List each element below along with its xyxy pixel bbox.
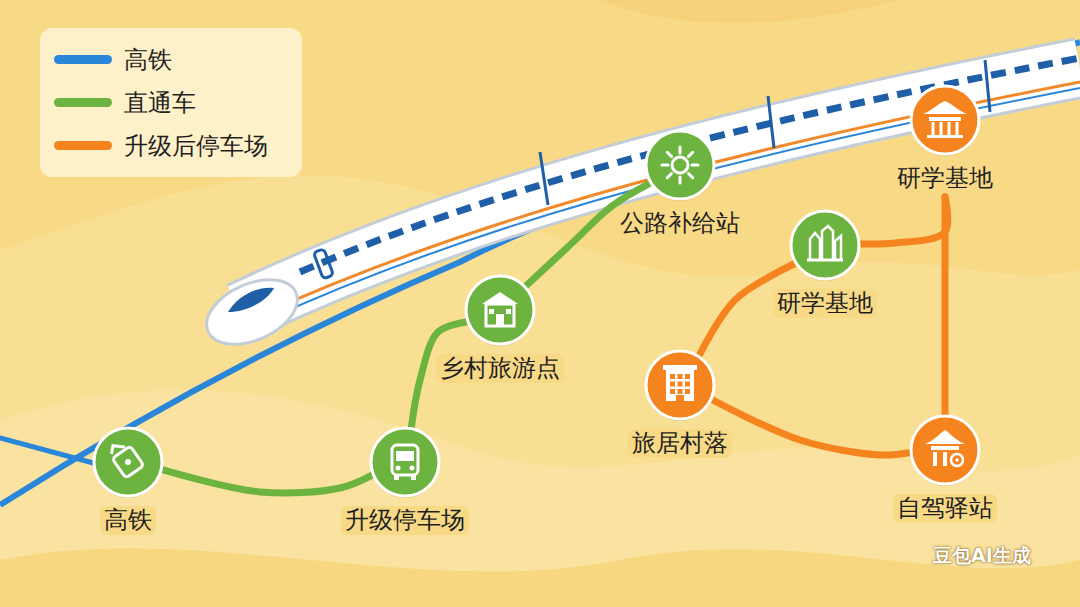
train-windshield xyxy=(228,288,274,312)
legend-swatch xyxy=(54,141,112,150)
legend-text: 直通车 xyxy=(124,87,196,119)
legend-row: 直通车 xyxy=(40,81,302,124)
hill xyxy=(0,548,1080,607)
station-node: 自驾驿站 xyxy=(893,412,997,523)
rail-line xyxy=(0,42,1080,505)
node-label: 研学基地 xyxy=(893,164,997,193)
station-node: 旅居村落 xyxy=(628,347,732,458)
node-circle xyxy=(642,347,718,423)
node-label: 研学基地 xyxy=(773,289,877,318)
rail-track xyxy=(0,42,1080,505)
train-body xyxy=(240,68,1080,312)
station-node: 乡村旅游点 xyxy=(436,272,564,383)
node-icon xyxy=(482,292,518,326)
car-gap xyxy=(540,152,548,205)
legend-text: 高铁 xyxy=(124,44,172,76)
station-node: 研学基地 xyxy=(773,207,877,318)
legend-text: 升级后停车场 xyxy=(124,130,268,162)
node-label: 升级停车场 xyxy=(341,506,469,535)
node-icon xyxy=(108,441,144,479)
train-stripe xyxy=(232,82,1080,328)
node-circle xyxy=(787,207,863,283)
node-circle xyxy=(90,424,166,500)
node-icon xyxy=(392,445,418,480)
hill xyxy=(0,175,1080,607)
node-icon xyxy=(807,226,843,260)
station-node: 研学基地 xyxy=(893,82,997,193)
station-node: 升级停车场 xyxy=(341,424,469,535)
legend-swatch xyxy=(54,55,112,64)
node-icon xyxy=(925,430,965,466)
car-gap xyxy=(985,60,990,112)
node-label: 自驾驿站 xyxy=(893,494,997,523)
node-icon xyxy=(663,365,697,401)
node-label: 旅居村落 xyxy=(628,429,732,458)
route-line xyxy=(861,197,948,244)
watermark: 豆包AI生成 xyxy=(933,543,1031,569)
hill xyxy=(600,0,900,23)
legend-swatch xyxy=(54,98,112,107)
legend-row: 升级后停车场 xyxy=(40,124,302,167)
node-circle xyxy=(462,272,538,348)
train-outline xyxy=(240,68,1080,312)
station-node: 高铁 xyxy=(90,424,166,535)
hill xyxy=(0,390,1080,607)
train-door xyxy=(314,249,334,279)
node-circle xyxy=(642,127,718,203)
station-node: 公路补给站 xyxy=(616,127,744,238)
route-line xyxy=(713,400,909,455)
legend-row: 高铁 xyxy=(40,38,302,81)
node-circle xyxy=(907,82,983,158)
node-circle xyxy=(367,424,443,500)
node-circle xyxy=(907,412,983,488)
node-icon xyxy=(662,147,698,183)
legend-panel: 高铁直通车升级后停车场 xyxy=(40,28,302,177)
node-icon xyxy=(923,101,967,138)
node-label: 乡村旅游点 xyxy=(436,354,564,383)
car-gap xyxy=(768,96,774,148)
route-line xyxy=(163,470,371,493)
train-nose xyxy=(197,267,307,357)
node-label: 高铁 xyxy=(100,506,156,535)
node-label: 公路补给站 xyxy=(616,209,744,238)
train-windows xyxy=(300,58,1080,272)
